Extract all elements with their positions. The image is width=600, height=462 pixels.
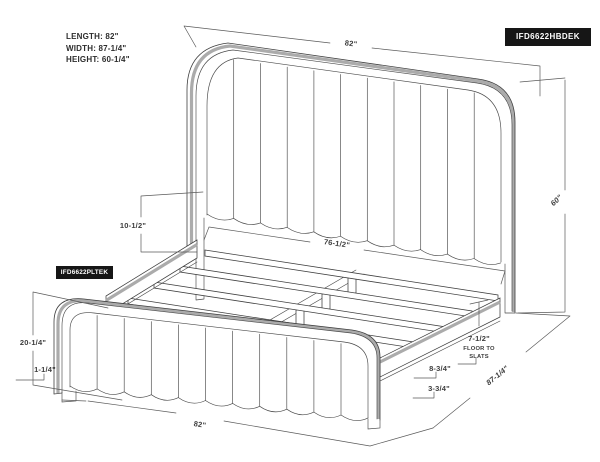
headboard-sku-badge: IFD6622HBDEK — [505, 28, 591, 46]
dim-floor-to-slats-text2: SLATS — [469, 354, 489, 360]
dim-bottom-width-lines — [61, 399, 434, 447]
dim-footboard-leg-lines — [15, 373, 45, 381]
dim-rail-lower-lines — [412, 391, 435, 399]
dim-rail-lower-label: 3-3/4" — [428, 384, 450, 393]
headboard-channel-scallops — [206, 213, 502, 265]
spec-list: LENGTH: 82" WIDTH: 87-1/4" HEIGHT: 60-1/… — [66, 31, 130, 66]
support-leg — [347, 277, 357, 294]
dim-depth-label: 87-1/4" — [484, 363, 510, 387]
dim-depth-lines — [432, 312, 571, 429]
dim-footboard-leg-label: 1-1/4" — [34, 365, 56, 374]
bed-frame — [105, 239, 501, 382]
dim-slat-span-label: 76-1/2" — [323, 237, 350, 250]
dim-footboard-height-lines — [32, 291, 123, 401]
dim-slat-span-lines — [203, 226, 506, 285]
dim-footboard-height-label: 20-1/4" — [20, 338, 46, 347]
dim-top-width-lines — [183, 25, 541, 97]
spec-height: HEIGHT: 60-1/4" — [66, 55, 130, 64]
footboard-legs — [53, 390, 381, 430]
support-leg — [321, 293, 331, 310]
dim-bottom-width-label: 82" — [193, 419, 207, 430]
footboard — [53, 298, 381, 430]
headboard-front-edge — [195, 49, 513, 312]
footboard-trim-stripe — [56, 299, 381, 419]
headboard-body — [187, 43, 515, 313]
dim-rail-gap-label: 10-1/2" — [120, 221, 146, 230]
dim-top-width-label: 82" — [344, 38, 358, 48]
headboard-inner-frame — [206, 57, 502, 263]
dim-rail-upper-label: 8-3/4" — [429, 364, 451, 373]
footboard-inner-frame — [69, 312, 369, 419]
dim-height-lines — [517, 77, 566, 314]
dim-rail-upper-lines — [413, 371, 437, 379]
dim-floor-to-slats-text1: FLOOR TO — [463, 346, 495, 352]
footboard-front-edge — [61, 302, 378, 420]
footboard-body — [54, 298, 380, 421]
platform-sku-badge: IFD6622PLTEK — [56, 266, 113, 279]
footboard-channel-dividers — [96, 315, 342, 416]
support-leg — [295, 309, 305, 326]
headboard-trim-stripe — [189, 44, 516, 312]
dim-height-label: 60" — [549, 193, 564, 208]
spec-length: LENGTH: 82" — [66, 32, 119, 41]
dim-floor-to-slats-value: 7-1/2" — [468, 334, 490, 343]
spec-width: WIDTH: 87-1/4" — [66, 43, 127, 53]
dim-floor-to-slats-lines — [457, 299, 489, 365]
footboard-outer-edge — [53, 298, 381, 421]
headboard-outer-edge — [186, 42, 516, 314]
dim-rail-gap-lines — [140, 191, 204, 253]
footboard-channel-scallops — [69, 385, 369, 421]
headboard-channel-dividers — [233, 59, 475, 259]
